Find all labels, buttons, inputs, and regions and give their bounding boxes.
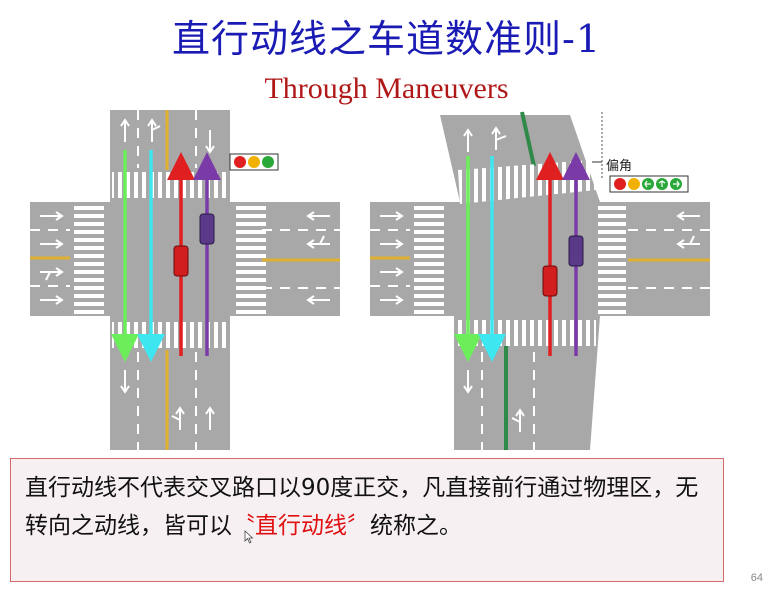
car-red (173, 245, 189, 277)
orthogonal-intersection-diagram (30, 110, 340, 450)
slide-subtitle: Through Maneuvers (264, 72, 509, 105)
description-box: 直行动线不代表交叉路口以90度正交，凡直接前行通过物理区，无转向之动线，皆可以〝… (10, 458, 724, 582)
median-north (520, 111, 536, 167)
crosswalks (74, 172, 266, 348)
lane-markings (370, 229, 710, 450)
description-text-end: 统称之。 (370, 513, 462, 539)
skewed-intersection-diagram: 偏角 (370, 111, 710, 450)
page-number: 64 (750, 572, 763, 584)
lane-arrows (40, 118, 330, 430)
lane-arrows (380, 126, 700, 432)
description-text: 直行动线不代表交叉路口以90度正交，凡直接前行通过物理区，无转向之动线，皆可以 (25, 475, 699, 539)
lane-markings (30, 110, 340, 450)
angle-label: 偏角 (606, 159, 632, 174)
slide-title: 直行动线之车道数准则-1 (171, 17, 602, 61)
traffic-signal-icon (609, 175, 689, 193)
car-red (542, 265, 558, 297)
car-purple (568, 235, 584, 267)
car-purple (199, 213, 215, 245)
traffic-signal-icon (229, 153, 279, 171)
description-highlight: 〝直行动线〞 (232, 513, 370, 539)
mouse-cursor-icon (244, 530, 254, 544)
